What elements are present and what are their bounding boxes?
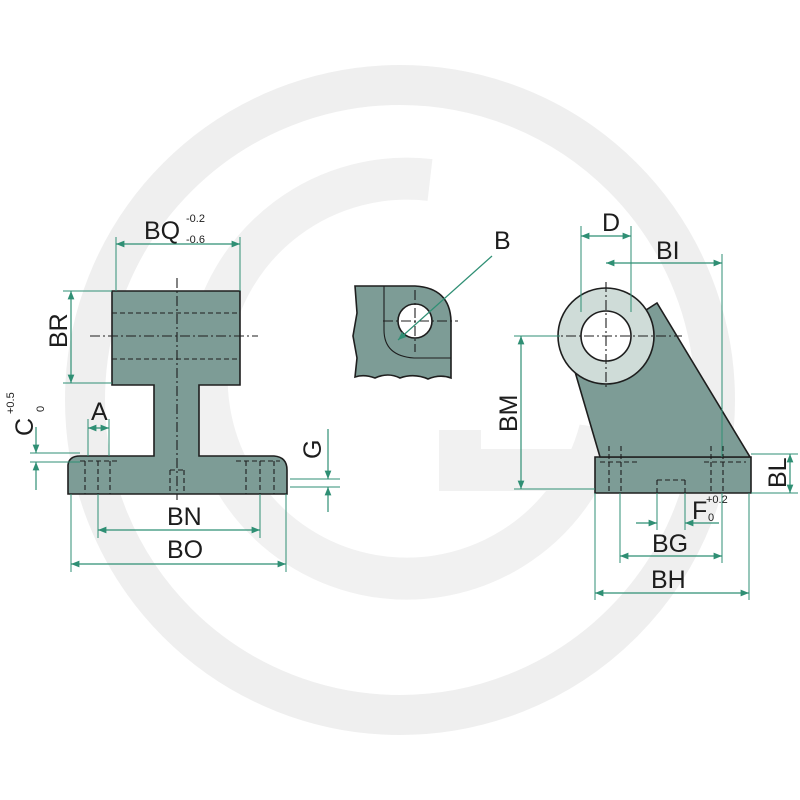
dim-BQ-tol-lower: -0.6 (186, 234, 205, 246)
dim-A-label: A (91, 398, 108, 426)
detail-view: B (352, 227, 511, 380)
side-slot (656, 479, 686, 493)
dim-F-tol-lower: 0 (708, 512, 714, 524)
side-left-hole (600, 446, 640, 493)
dim-C-tol-lower: 0 (35, 406, 47, 412)
dim-BM-label: BM (495, 395, 523, 433)
side-right-hole (704, 446, 746, 493)
dim-BL-label: BL (764, 457, 792, 488)
detail-arc (383, 286, 451, 359)
dim-BN-label: BN (167, 503, 202, 531)
left-counterbore (80, 460, 117, 494)
right-counterbore (236, 460, 280, 494)
slot-hidden (169, 469, 185, 494)
front-view: BQ -0.2 -0.6 BR A C +0.5 0 G BN BO (5, 213, 340, 572)
dim-F-tol-upper: +0.2 (706, 494, 728, 506)
dim-BI-label: BI (656, 237, 680, 265)
dim-BQ-label: BQ (144, 217, 180, 245)
dim-F-label: F (692, 497, 707, 525)
dim-BQ-tol-upper: -0.2 (186, 213, 205, 225)
dim-BG-label: BG (652, 530, 688, 558)
dim-D-label: D (602, 209, 620, 237)
dim-BR-label: BR (45, 313, 73, 348)
dim-B-leader (397, 255, 493, 341)
dim-B-label: B (494, 227, 511, 255)
dim-G-label: G (299, 440, 327, 459)
dim-C-tol-upper: +0.5 (5, 392, 17, 414)
dim-BO-label: BO (167, 536, 203, 564)
side-view: D BI BM BL F +0.2 0 BG BH (495, 209, 798, 600)
dim-C-label: C (11, 418, 39, 436)
dim-BH-label: BH (651, 566, 686, 594)
